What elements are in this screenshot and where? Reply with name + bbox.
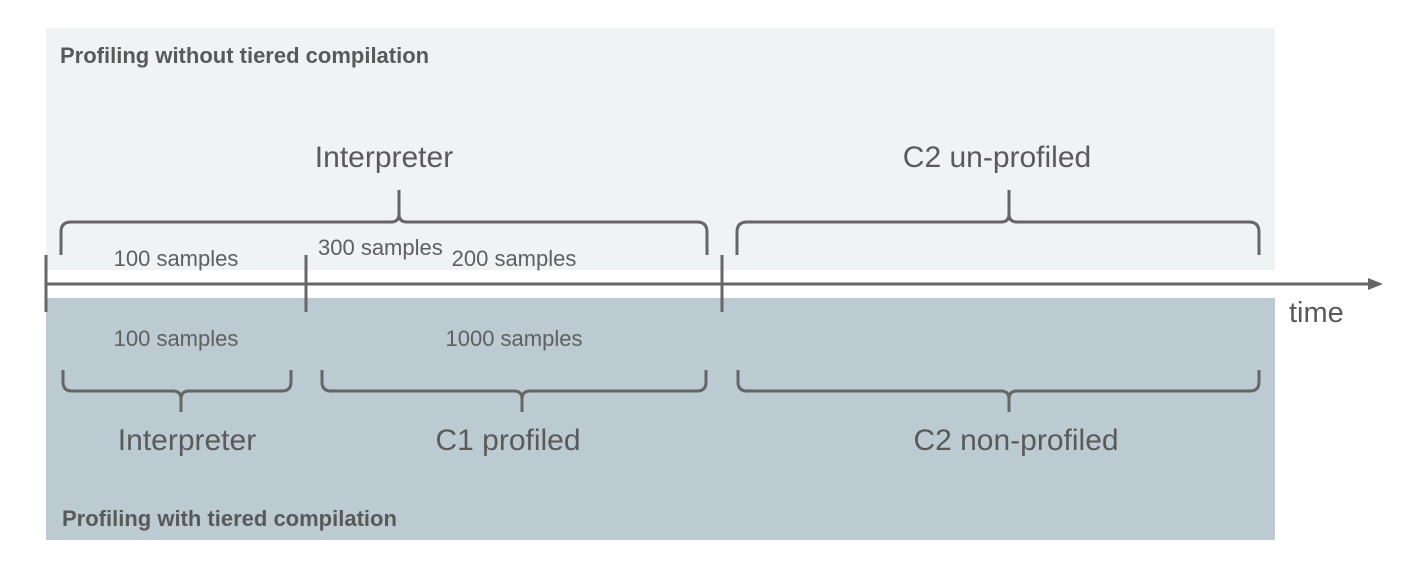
bottom-section-title: Profiling with tiered compilation [62,506,397,531]
bottom-brace-c1 [320,370,708,412]
top-phase-interpreter-label: Interpreter [314,141,454,174]
top-brace-c2 [735,190,1261,255]
bottom-brace-c2 [736,370,1261,412]
top-section-title: Profiling without tiered compilation [60,43,430,68]
bottom-brace-interpreter [61,370,293,412]
bottom-phase-c1-label: C1 profiled [435,424,581,457]
top-samples-interpreter-2: 300 samples [318,235,443,260]
bottom-samples-interpreter: 100 samples [113,326,239,351]
bottom-phase-interpreter-label: Interpreter [117,424,257,457]
time-axis-label: time [1289,297,1344,329]
top-brace-interpreter [59,190,709,255]
top-phase-c2-label: C2 un-profiled [902,141,1092,174]
top-samples-interpreter: 100 samples [113,246,239,271]
bottom-phase-c2-label: C2 non-profiled [913,424,1119,457]
bottom-panel-tiered [46,298,1275,540]
bottom-samples-c1: 1000 samples [445,326,583,351]
top-panel-no-tiered [46,28,1275,270]
top-samples-interpreter-3: 200 samples [451,246,577,271]
time-axis-arrowhead [1368,278,1383,290]
